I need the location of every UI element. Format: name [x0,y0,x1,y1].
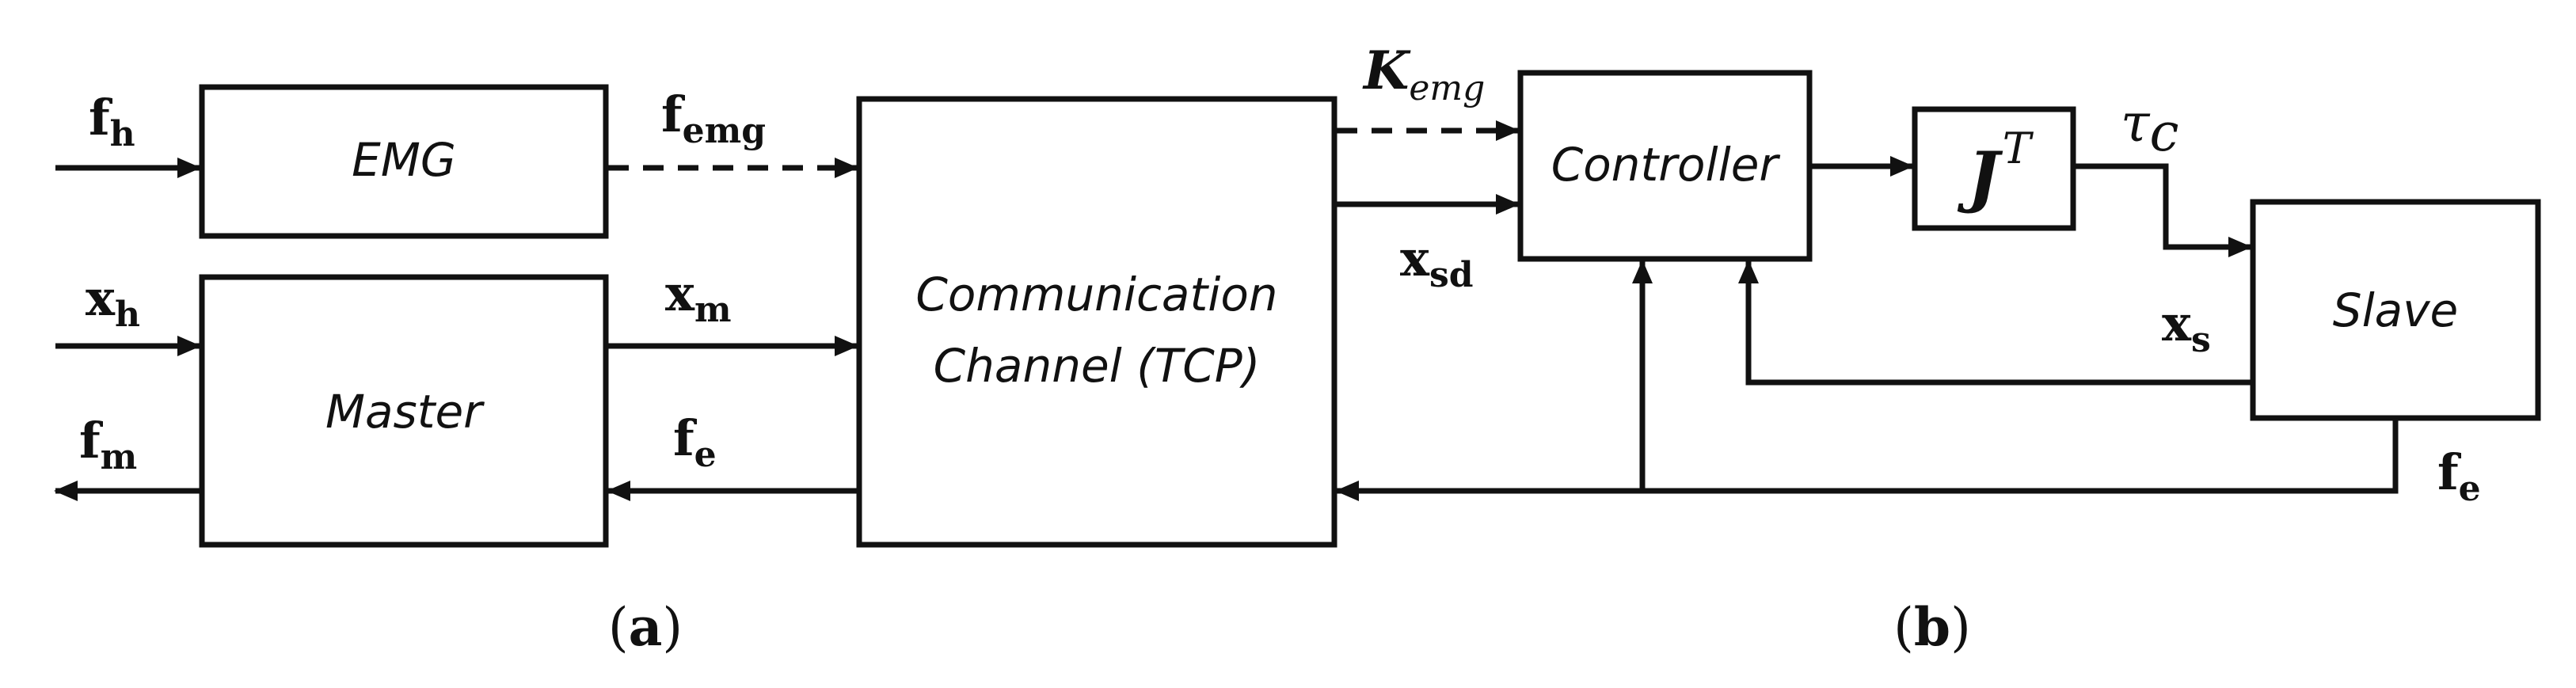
signal-x-h-base: x [86,269,116,327]
communication-channel-label-line1: Communication [915,268,1277,321]
caption-b: (b) [1893,596,1971,658]
caption-a-letter: a [629,596,663,658]
signal-x-sd-sub: sd [1429,255,1474,295]
signal-tau-c: τc [2121,93,2178,163]
signal-f-e-right-sub: e [2459,469,2481,509]
caption-a-close: ) [662,597,683,658]
signal-tau-c-base: τ [2121,93,2151,154]
signal-f-e-right: fe [2437,443,2481,509]
master-block: Master [199,274,609,548]
signal-f-e-right-base: f [2437,443,2461,501]
signal-k-emg-base: K [1362,40,1411,101]
signal-x-m-sub: m [694,290,732,330]
slave-block-frame [2250,199,2541,421]
signal-x-h: xh [86,269,140,335]
signal-f-h-sub: h [110,114,135,154]
signal-f-e-left-base: f [673,409,697,467]
communication-channel-frame [856,96,1337,548]
caption-b-open: ( [1893,597,1914,658]
controller-block-frame [1517,70,1813,262]
f-e-feedback-arrow [1335,418,2399,501]
caption-a: (a) [608,596,683,658]
signal-f-emg-sub: emg [683,111,766,151]
signal-f-m: fm [79,412,137,477]
master-block-label: Master [325,385,485,439]
communication-channel-label-line2: Channel (TCP) [934,339,1261,393]
signal-x-s: xs [2162,295,2211,360]
jacobian-block-frame [1912,106,2076,231]
jacobian-superscript: T [2003,124,2034,173]
signal-f-m-sub: m [101,437,138,477]
slave-block: Slave [2250,199,2541,421]
tau-c-arrow [2076,163,2252,257]
signal-k-emg-sub: emg [1409,68,1485,108]
emg-block: EMG [199,84,609,239]
master-block-frame [199,274,609,548]
signal-f-e-left-sub: e [694,435,717,475]
controller-block: Controller [1517,70,1813,262]
signal-x-m-base: x [665,264,695,322]
caption-b-close: ) [1950,597,1971,658]
signal-f-m-base: f [79,412,103,469]
communication-channel-block: Communication Channel (TCP) [856,96,1337,548]
caption-a-open: ( [608,597,629,658]
signal-x-sd-base: x [1400,230,1430,287]
signal-f-emg-base: f [661,86,685,143]
controller-block-label: Controller [1551,138,1781,192]
signal-x-h-sub: h [115,295,140,335]
signal-x-s-base: x [2162,295,2192,352]
caption-b-letter: b [1914,596,1950,658]
signal-tau-c-sub: c [2150,102,2179,163]
signal-x-sd: xsd [1400,230,1474,295]
signal-x-s-sub: s [2191,320,2211,360]
emg-block-label: EMG [352,133,456,187]
signal-k-emg: Kemg [1362,40,1485,108]
signal-x-m: xm [665,264,732,330]
emg-block-frame [199,84,609,239]
jacobian-block: JT [1912,106,2076,231]
signal-f-h: fh [89,89,135,154]
signal-f-h-base: f [89,89,112,146]
x-s-feedback-arrow [1738,260,2253,386]
signal-f-e-left: fe [673,409,717,475]
signal-f-emg: femg [661,86,766,151]
slave-block-label: Slave [2333,283,2458,337]
